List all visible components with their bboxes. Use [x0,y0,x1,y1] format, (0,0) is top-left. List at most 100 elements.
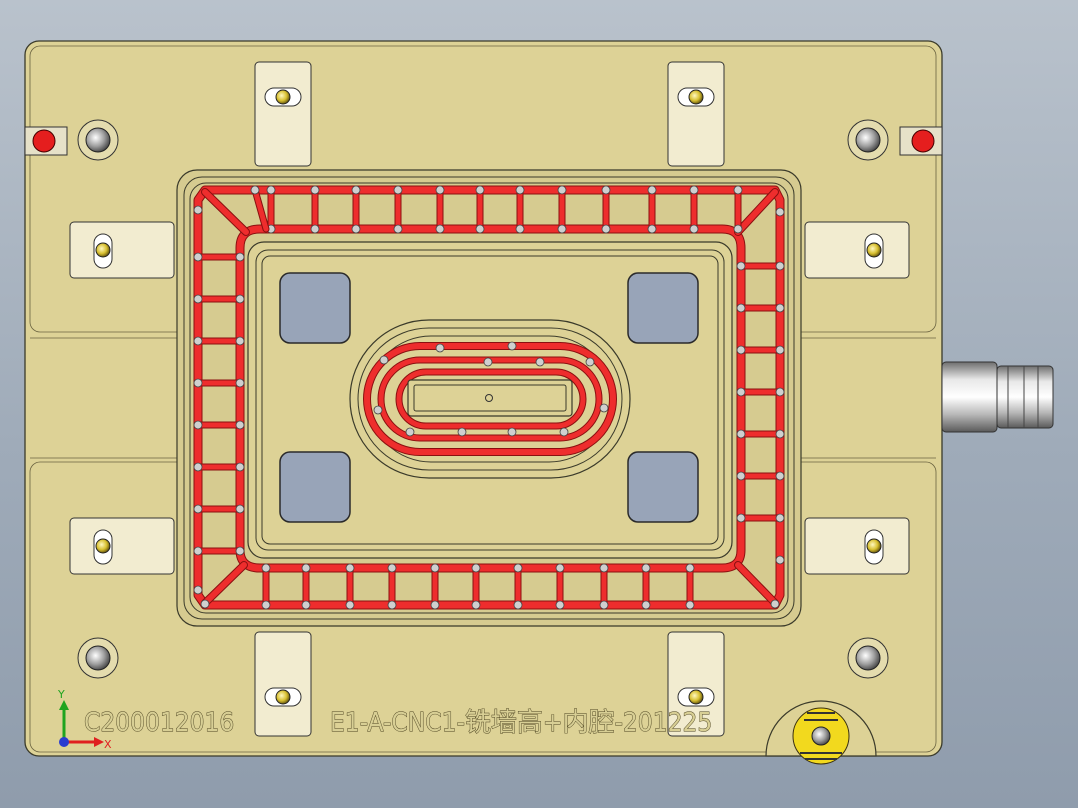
clamp-icon[interactable] [254,631,312,737]
channel-node [193,462,203,472]
channel-node [193,585,203,595]
channel-node [310,185,320,195]
channel-node [351,185,361,195]
channel-node [775,387,785,397]
clamp-icon[interactable] [667,61,725,167]
channel-node [775,513,785,523]
channel-node [736,471,746,481]
channel-node [559,427,569,437]
clamp-icon[interactable] [69,517,175,575]
channel-node [689,224,699,234]
channel-node [393,185,403,195]
channel-node [775,555,785,565]
channel-node [405,427,415,437]
channel-node [483,357,493,367]
channel-node [351,224,361,234]
channel-node [235,420,245,430]
locating-pin-icon[interactable] [24,126,68,156]
channel-node [736,261,746,271]
channel-node [770,599,780,609]
channel-node [475,224,485,234]
channel-node [515,185,525,195]
channel-node [736,387,746,397]
channel-node [513,563,523,573]
channel-node [775,303,785,313]
channel-node [373,405,383,415]
clamp-icon[interactable] [804,221,910,279]
coordinate-triad: Y X [57,688,112,751]
channel-node [193,252,203,262]
channel-node [647,185,657,195]
channel-node [641,563,651,573]
channel-node [507,341,517,351]
channel-node [200,599,210,609]
channel-node [235,462,245,472]
channel-node [471,600,481,610]
channel-node [430,563,440,573]
channel-node [193,205,203,215]
channel-node [689,185,699,195]
channel-node [555,600,565,610]
channel-node [507,427,517,437]
channel-node [736,303,746,313]
pocket[interactable] [627,451,699,523]
cavity-step [183,176,795,620]
clamp-icon[interactable] [69,221,175,279]
clamp-icon[interactable] [254,61,312,167]
channel-node [775,429,785,439]
channel-node [775,207,785,217]
channel-node [601,185,611,195]
channel-node [599,403,609,413]
channel-node [685,563,695,573]
center-slot[interactable] [407,379,573,417]
channel-node [345,563,355,573]
channel-node [457,427,467,437]
locating-pin-icon[interactable] [899,126,943,156]
channel-node [513,600,523,610]
serial-label-sticker-icon[interactable] [765,700,877,765]
pocket[interactable] [279,451,351,523]
channel-node [393,224,403,234]
channel-node [235,504,245,514]
channel-node [250,185,260,195]
channel-node [599,563,609,573]
channel-node [733,185,743,195]
channel-node [535,357,545,367]
cooling-channel-grid[interactable] [193,185,785,610]
channel-node [599,600,609,610]
channel-node [736,513,746,523]
channel-node [557,185,567,195]
cavity-step [189,182,789,614]
channel-node [235,378,245,388]
socket-bolt-icon[interactable] [847,637,889,679]
socket-bolt-icon[interactable] [847,119,889,161]
center-cooling-loop[interactable] [363,341,617,456]
inner-cavity-step [255,249,725,551]
channel-node [471,563,481,573]
channel-node [775,261,785,271]
channel-node [435,185,445,195]
pocket[interactable] [279,272,351,344]
pocket[interactable] [627,272,699,344]
socket-bolt-icon[interactable] [77,119,119,161]
channel-node [193,546,203,556]
channel-node [193,420,203,430]
channel-node [345,600,355,610]
channel-node [585,357,595,367]
inner-cavity-floor [261,255,719,545]
channel-node [601,224,611,234]
channel-node [685,600,695,610]
channel-node [733,224,743,234]
channel-node [266,185,276,195]
channel-node [475,185,485,195]
channel-node [310,224,320,234]
channel-node [430,600,440,610]
hose-connector-icon[interactable] [941,361,1054,433]
channel-node [235,252,245,262]
clamp-icon[interactable] [804,517,910,575]
clamp-icon[interactable] [667,631,725,737]
channel-node [387,600,397,610]
socket-bolt-icon[interactable] [77,637,119,679]
